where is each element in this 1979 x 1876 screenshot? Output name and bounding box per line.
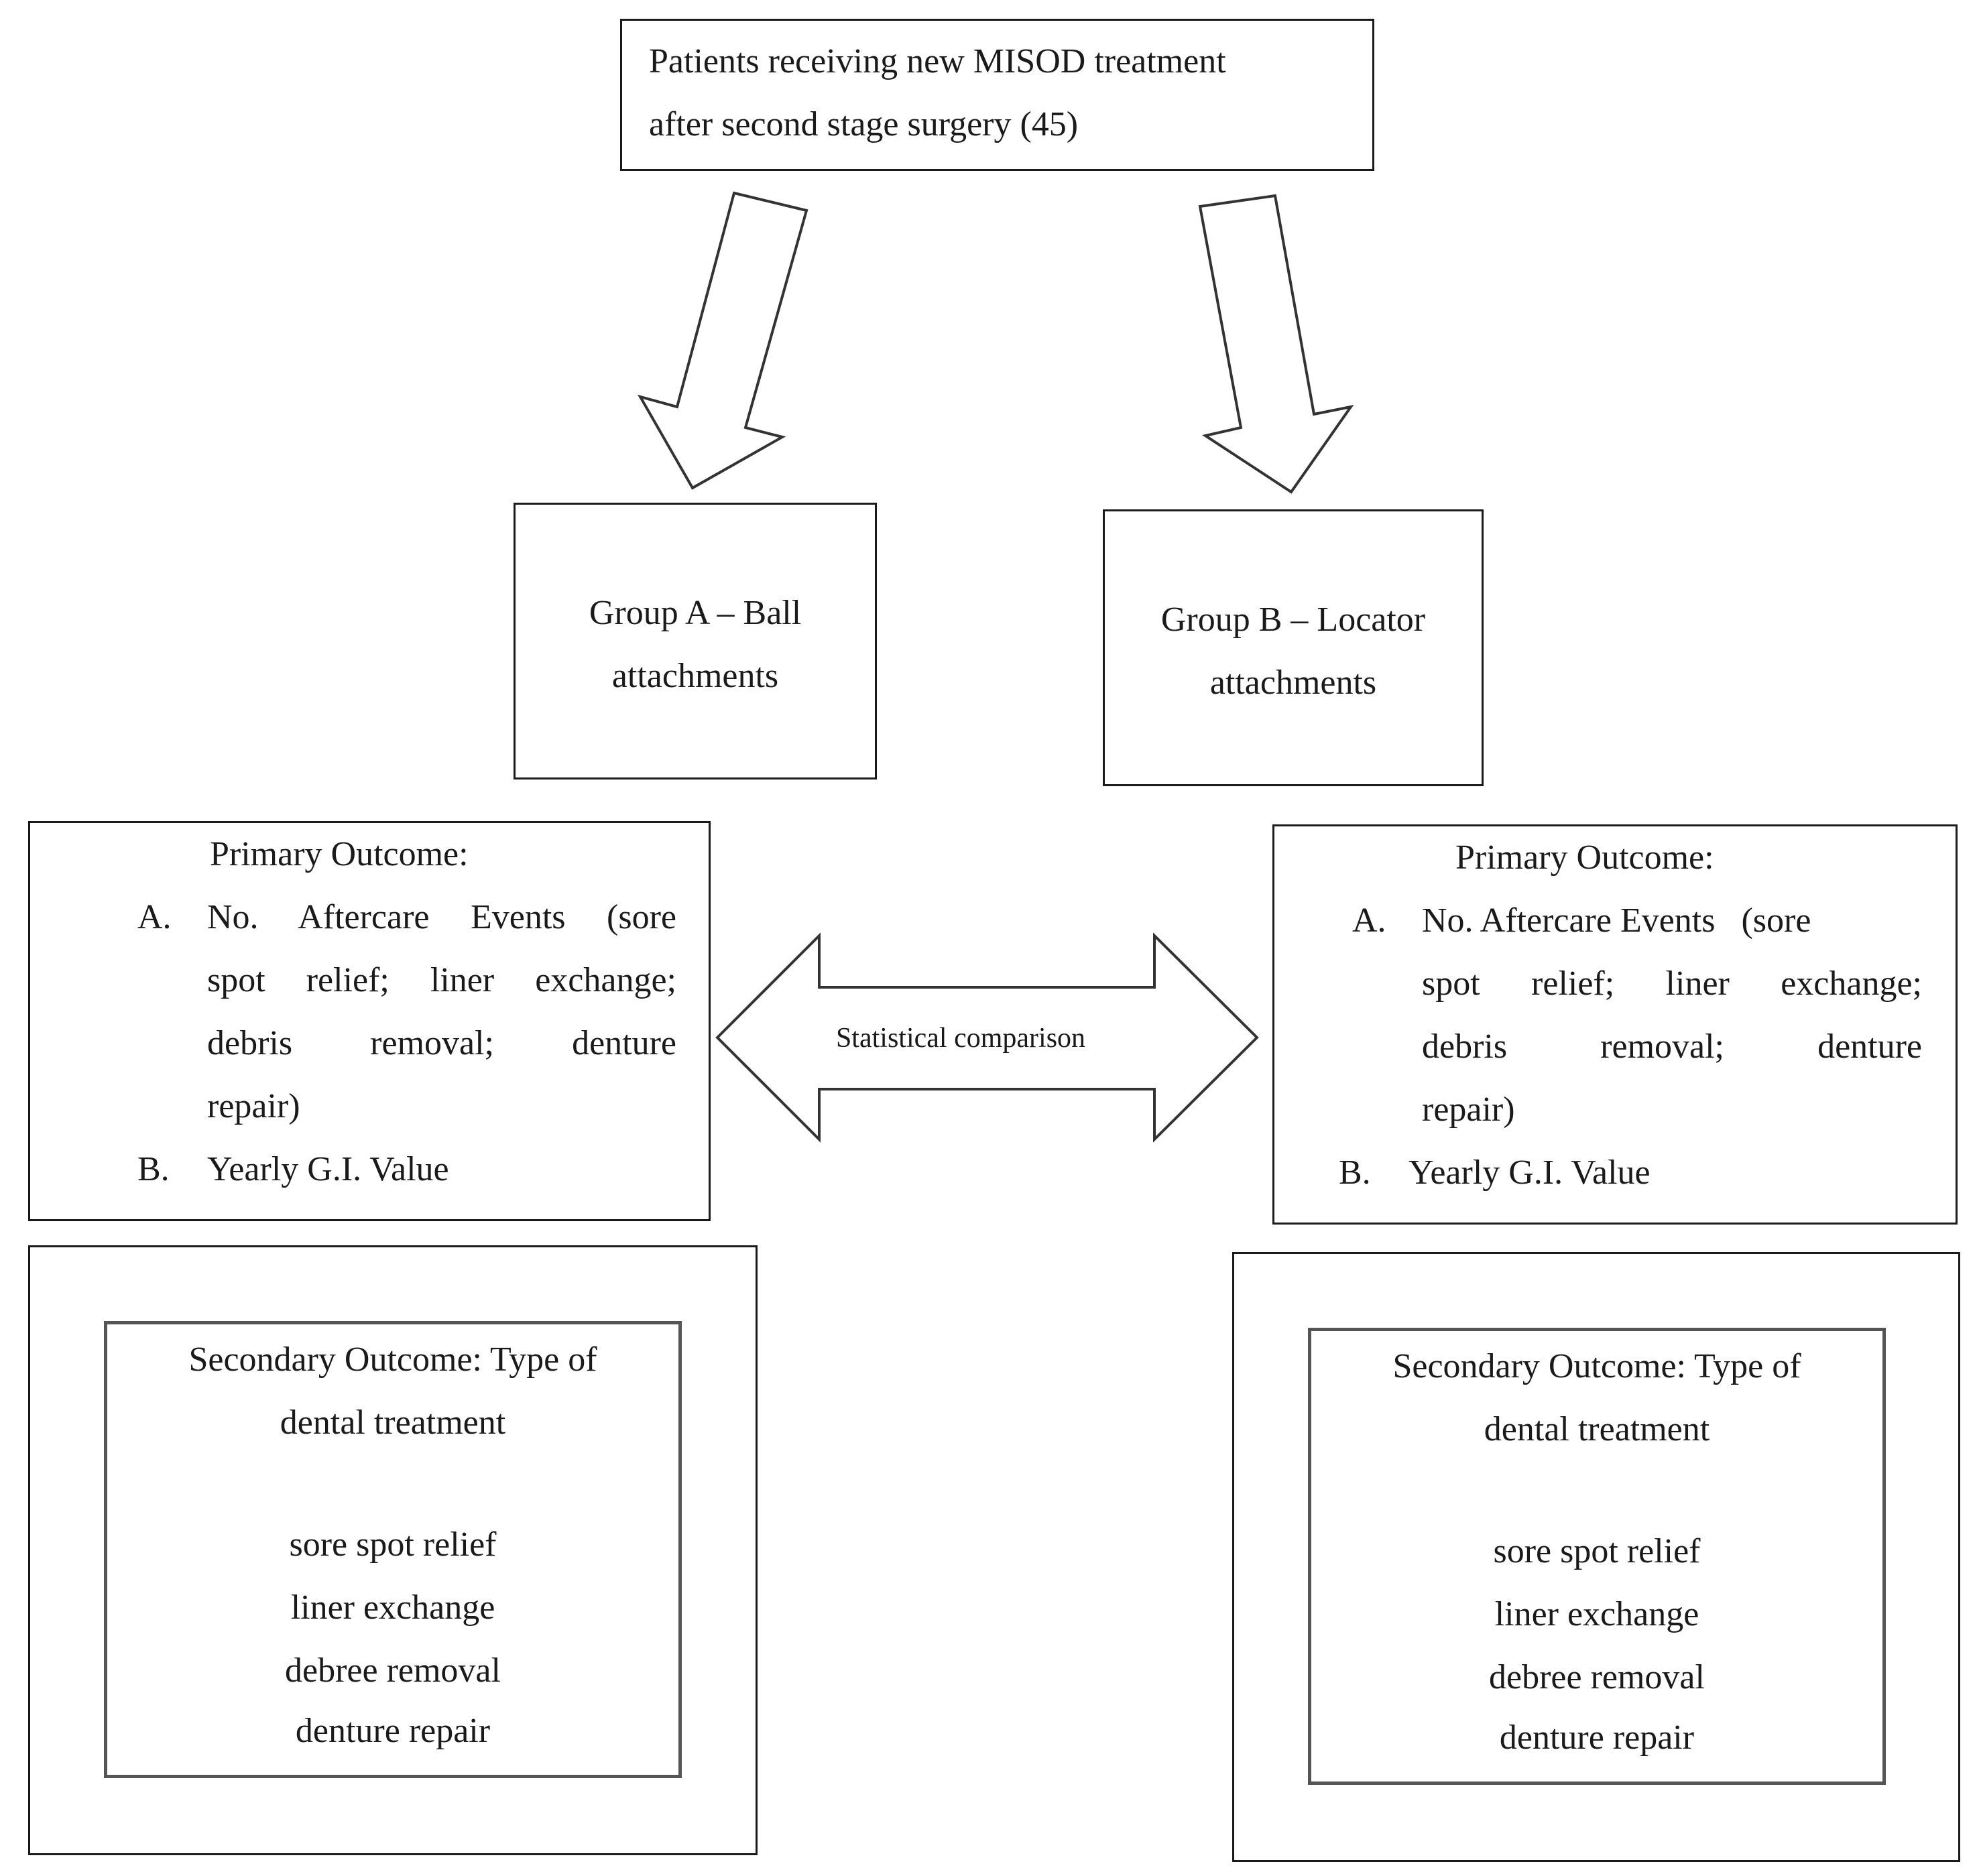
- primary-b-item-b-text: Yearly G.I. Value: [1408, 1153, 1651, 1192]
- secondary-b-item: debree removal: [1489, 1658, 1705, 1696]
- arrow-to-group-b: [1198, 194, 1354, 494]
- secondary-outcome-b-inner-box: Secondary Outcome: Type of dental treatm…: [1308, 1328, 1886, 1785]
- primary-b-title: Primary Outcome:: [1455, 838, 1714, 877]
- primary-b-item-a-line-2: spot relief; liner exchange;: [1422, 964, 1922, 1003]
- secondary-b-item: sore spot relief: [1493, 1532, 1701, 1570]
- primary-b-item-a-line-1: No. Aftercare Events (sore: [1422, 901, 1811, 940]
- primary-a-item-a-line-2: spot relief; liner exchange;: [207, 961, 676, 999]
- top-box-patients: Patients receiving new MISOD treatment a…: [620, 19, 1374, 171]
- secondary-outcome-a-outer-box: Secondary Outcome: Type of dental treatm…: [28, 1245, 758, 1855]
- group-b-line-1: Group B – Locator: [1160, 601, 1426, 639]
- comparison-label: Statistical comparison: [836, 1023, 1085, 1054]
- primary-a-item-b-marker: B.: [137, 1150, 170, 1188]
- primary-a-title: Primary Outcome:: [210, 835, 469, 873]
- primary-b-item-a-marker: A.: [1352, 901, 1386, 940]
- primary-a-item-b-text: Yearly G.I. Value: [207, 1150, 449, 1188]
- primary-a-item-a-line-3: debris removal; denture: [207, 1024, 676, 1062]
- primary-b-item-a-line-4: repair): [1422, 1090, 1515, 1129]
- secondary-b-item: denture repair: [1499, 1718, 1695, 1757]
- group-a-box: Group A – Ball attachments: [514, 503, 877, 779]
- secondary-b-title-line-2: dental treatment: [1484, 1410, 1710, 1448]
- primary-a-item-a-marker: A.: [137, 898, 172, 936]
- primary-a-item-a-line-4: repair): [207, 1087, 300, 1125]
- primary-a-item-a-line-1: No. Aftercare Events (sore: [207, 898, 676, 936]
- group-b-line-2: attachments: [1209, 664, 1377, 702]
- secondary-b-title-line-1: Secondary Outcome: Type of: [1392, 1347, 1801, 1385]
- group-b-box: Group B – Locator attachments: [1103, 509, 1484, 786]
- group-a-line-1: Group A – Ball: [589, 594, 802, 632]
- comparison-double-arrow: [715, 932, 1259, 1143]
- secondary-outcome-a-inner-box: Secondary Outcome: Type of dental treatm…: [104, 1321, 682, 1778]
- primary-b-item-a-line-3: debris removal; denture: [1422, 1027, 1922, 1066]
- primary-outcome-b-box: Primary Outcome: A. No. Aftercare Events…: [1272, 824, 1958, 1225]
- secondary-a-title-line-1: Secondary Outcome: Type of: [188, 1340, 597, 1379]
- primary-b-item-b-marker: B.: [1339, 1153, 1371, 1192]
- group-a-line-2: attachments: [611, 657, 779, 695]
- top-box-line-2: after second stage surgery (45): [649, 105, 1079, 143]
- secondary-a-item: denture repair: [295, 1712, 491, 1750]
- secondary-a-item: debree removal: [285, 1651, 501, 1690]
- primary-outcome-a-box: Primary Outcome: A. No. Aftercare Events…: [28, 821, 711, 1221]
- top-box-line-1: Patients receiving new MISOD treatment: [649, 42, 1226, 80]
- secondary-a-item: sore spot relief: [289, 1525, 497, 1564]
- secondary-outcome-b-outer-box: Secondary Outcome: Type of dental treatm…: [1232, 1252, 1960, 1862]
- secondary-a-item: liner exchange: [290, 1588, 495, 1627]
- arrow-to-group-a: [637, 191, 808, 490]
- secondary-a-title-line-2: dental treatment: [280, 1403, 506, 1442]
- secondary-b-item: liner exchange: [1494, 1595, 1699, 1633]
